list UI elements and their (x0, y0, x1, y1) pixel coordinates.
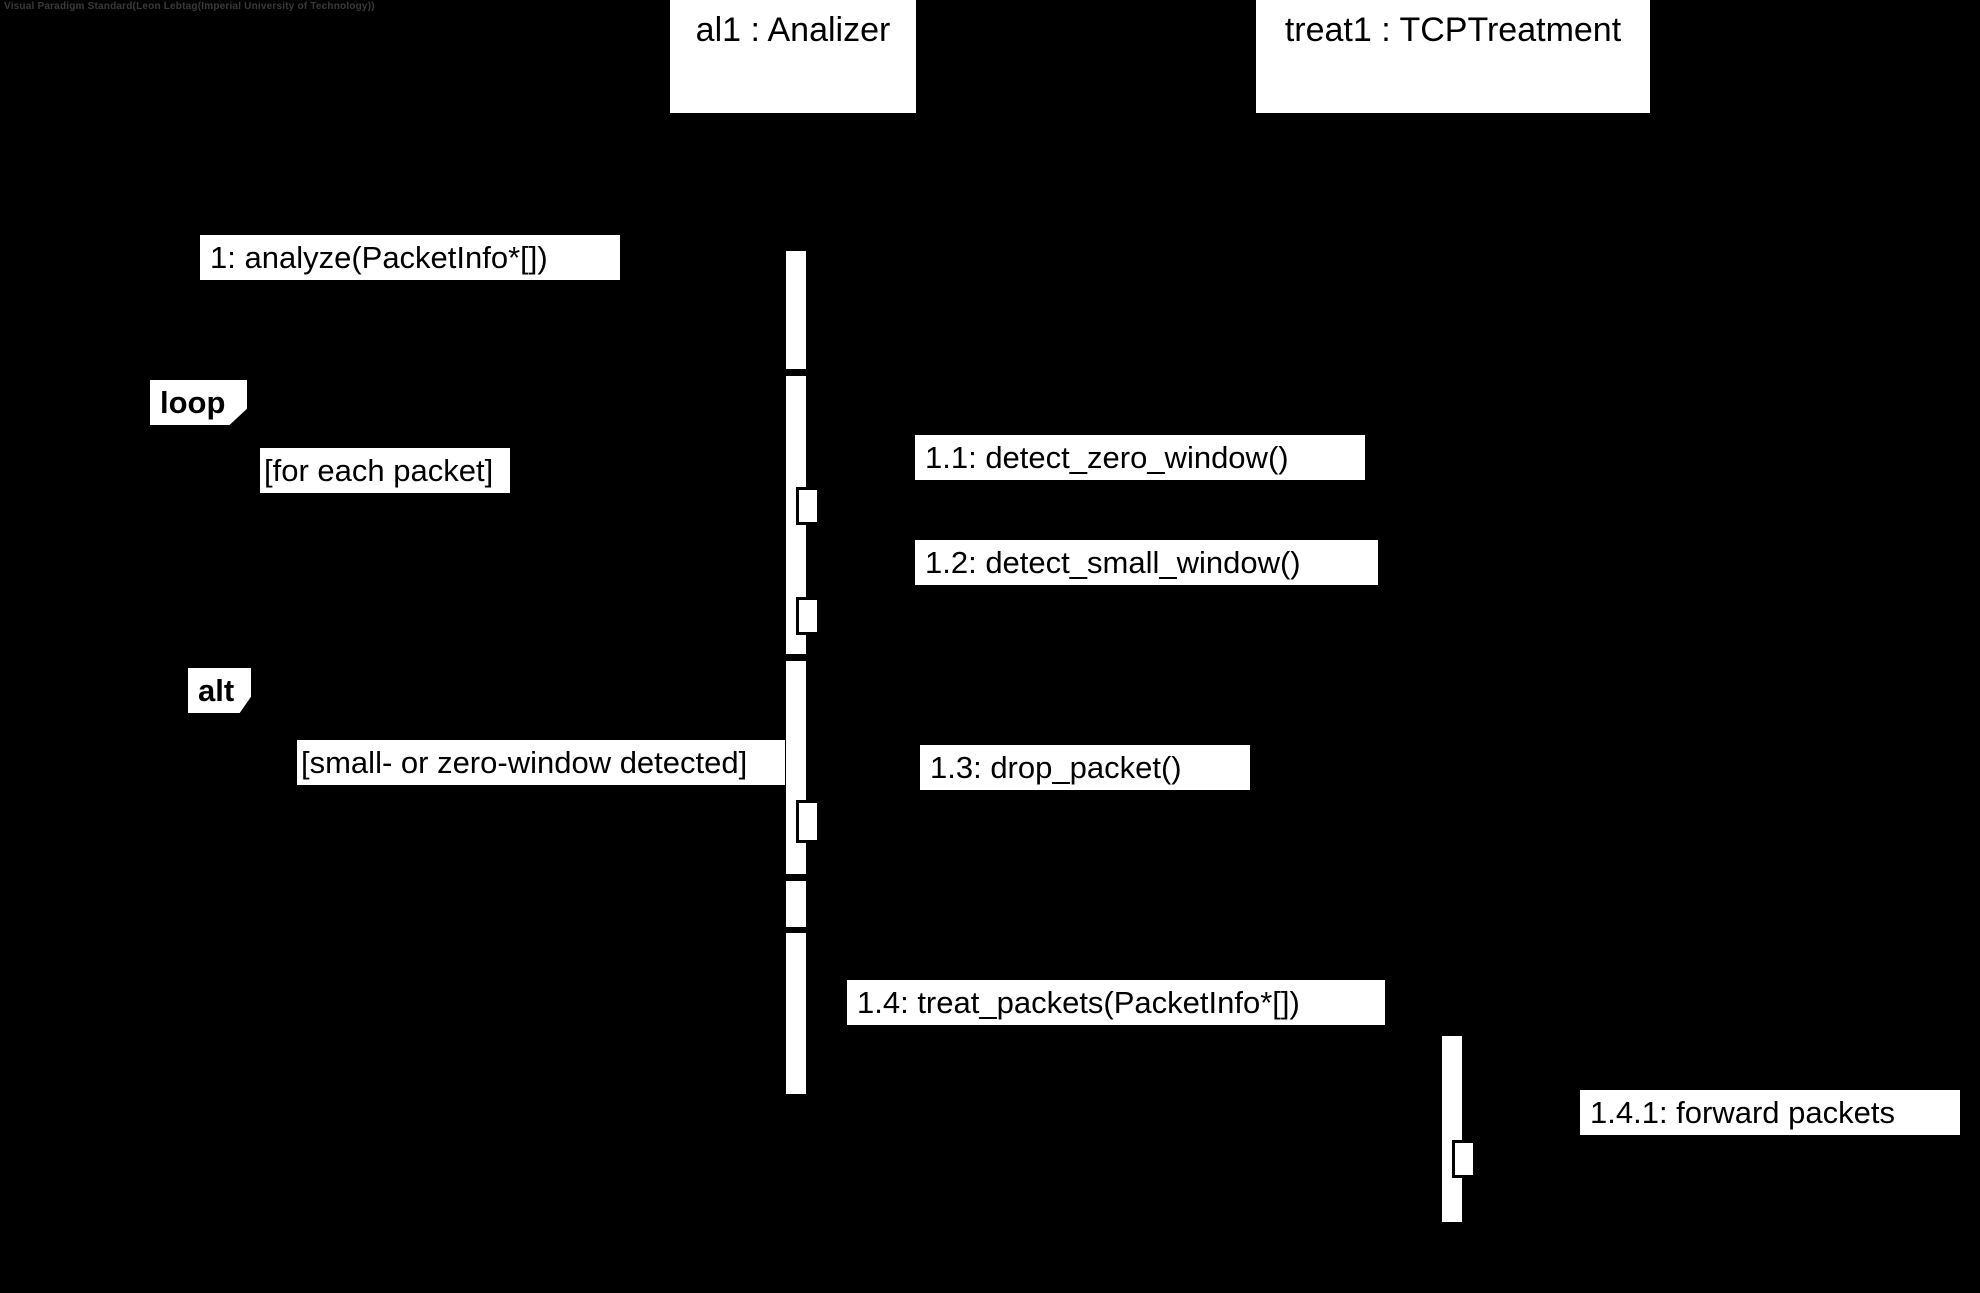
activation-treatment-self-call-forward (1452, 1140, 1476, 1178)
message-label-drop-packet[interactable]: 1.3: drop_packet() (920, 745, 1250, 790)
activation-analizer-segment-5 (785, 932, 807, 1095)
activation-treatment-main (1441, 1035, 1463, 1223)
activation-analizer-self-call-zero-window (796, 487, 820, 525)
message-label-forward-packets[interactable]: 1.4.1: forward packets (1580, 1090, 1960, 1135)
lifeline-head-analizer[interactable]: al1 : Analizer (670, 0, 916, 113)
message-label-treat-packets[interactable]: 1.4: treat_packets(PacketInfo*[]) (847, 980, 1385, 1025)
fragment-guard-alt: [small- or zero-window detected] (297, 740, 785, 785)
lifeline-head-treatment[interactable]: treat1 : TCPTreatment (1256, 0, 1650, 113)
watermark-text: Visual Paradigm Standard(Leon Lebtag(Imp… (4, 1, 375, 12)
activation-analizer-segment-4 (785, 880, 807, 928)
message-label-detect-small-window[interactable]: 1.2: detect_small_window() (915, 540, 1378, 585)
activation-analizer-self-call-drop-packet (796, 800, 820, 843)
fragment-guard-loop: [for each packet] (260, 448, 510, 493)
lifeline-label-treatment: treat1 : TCPTreatment (1284, 11, 1622, 49)
message-label-analyze[interactable]: 1: analyze(PacketInfo*[]) (200, 235, 620, 280)
fragment-tag-alt[interactable]: alt (188, 668, 251, 713)
fragment-tag-loop[interactable]: loop (150, 380, 247, 425)
activation-analizer-self-call-small-window (796, 597, 820, 635)
message-label-detect-zero-window[interactable]: 1.1: detect_zero_window() (915, 435, 1365, 480)
lifeline-label-analizer: al1 : Analizer (695, 11, 891, 49)
activation-analizer-segment-1 (785, 250, 807, 370)
